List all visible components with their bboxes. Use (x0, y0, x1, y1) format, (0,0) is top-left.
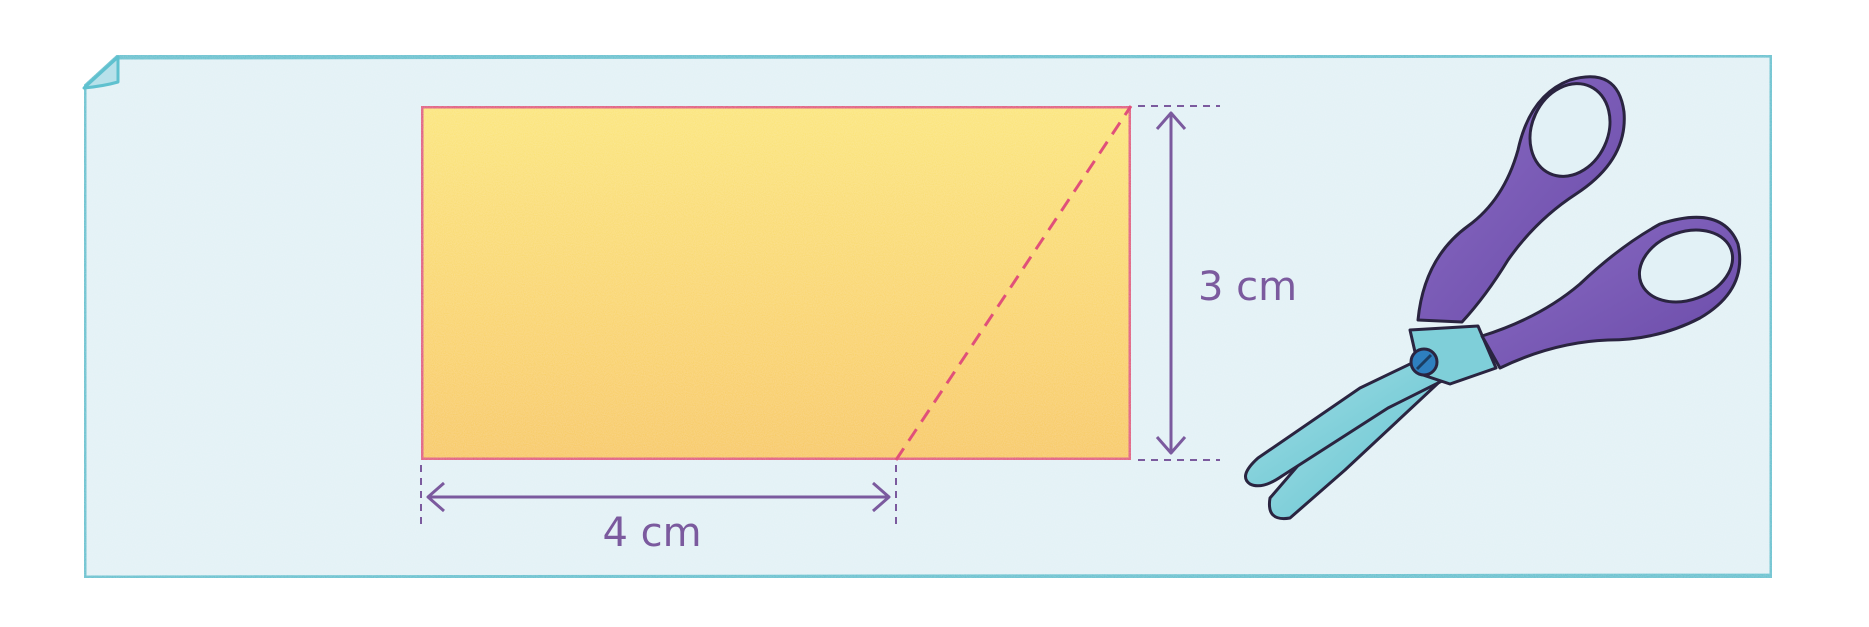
height-label: 3 cm (1198, 264, 1297, 310)
paper-rectangle (418, 103, 1134, 463)
folded-corner (82, 55, 120, 90)
height-dimension (1138, 105, 1220, 461)
width-label: 4 cm (602, 510, 701, 556)
scissors-icon (1244, 75, 1742, 521)
width-dimension (420, 465, 897, 530)
cut-line (894, 105, 1133, 461)
